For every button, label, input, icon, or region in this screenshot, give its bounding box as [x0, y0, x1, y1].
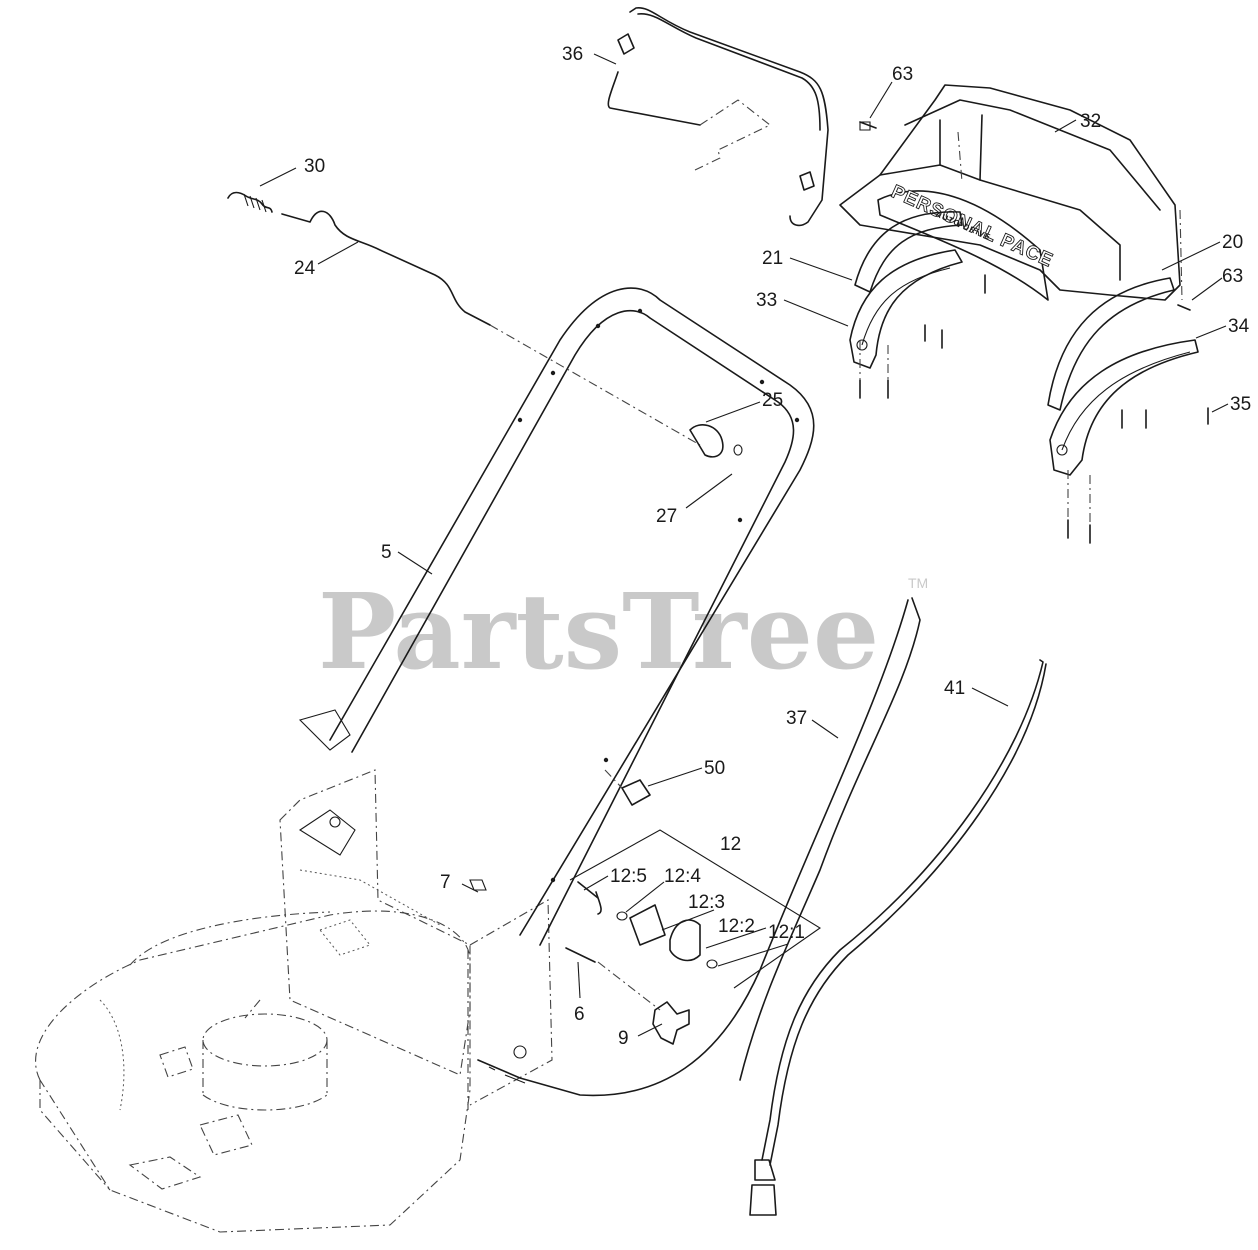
cable-41 [749, 659, 1047, 1216]
mower-deck [35, 910, 471, 1233]
callout-37: 37 [786, 708, 807, 729]
callout-12-2: 12:2 [718, 916, 755, 937]
callout-27: 27 [656, 506, 677, 527]
callout-7: 7 [440, 872, 451, 893]
knob-25 [689, 424, 743, 458]
rail-20 [1047, 277, 1175, 411]
callout-41: 41 [944, 678, 965, 699]
callout-33: 33 [756, 290, 777, 311]
callout-32: 32 [1080, 111, 1101, 132]
callout-12-5: 12:5 [610, 866, 647, 887]
callout-34: 34 [1228, 316, 1250, 337]
bail-bar-36 [607, 7, 829, 227]
handle-mount-bracket [279, 769, 553, 1110]
switch-50 [604, 769, 651, 806]
callout-12: 12 [720, 834, 741, 855]
watermark-trademark: TM [908, 575, 928, 591]
callout-50: 50 [704, 758, 725, 779]
callout-30: 30 [304, 156, 325, 177]
callout-6: 6 [574, 1004, 585, 1025]
spring-30 [227, 191, 273, 213]
leader-lines [259, 53, 1229, 1037]
callout-25: 25 [762, 390, 783, 411]
rail-21 [854, 211, 963, 293]
callout-labels: 36 63 32 30 24 21 20 63 33 34 35 25 27 5… [294, 44, 1251, 1049]
pins-63 [859, 121, 1191, 311]
control-housing-32: PERSONAL PACE AUTO-DRIVE [839, 84, 1183, 301]
handle-upper-5 [298, 287, 815, 946]
callout-24: 24 [294, 258, 316, 279]
watermark-text: PartsTree [318, 570, 879, 693]
rod-24 [281, 210, 701, 446]
callout-36: 36 [562, 44, 583, 65]
callout-35: 35 [1230, 394, 1251, 415]
cover-34 [1049, 339, 1199, 476]
callout-12-1: 12:1 [768, 922, 805, 943]
screws-35 [859, 274, 1209, 544]
cover-33 [849, 249, 963, 369]
callout-12-3: 12:3 [688, 892, 725, 913]
callout-20: 20 [1222, 232, 1243, 253]
callout-5: 5 [381, 542, 392, 563]
callout-63-top: 63 [892, 64, 913, 85]
callout-63-right: 63 [1222, 266, 1243, 287]
callout-21: 21 [762, 248, 783, 269]
callout-12-4: 12:4 [664, 866, 701, 887]
callout-9: 9 [618, 1028, 629, 1049]
knob-assembly-12 [469, 879, 718, 1045]
